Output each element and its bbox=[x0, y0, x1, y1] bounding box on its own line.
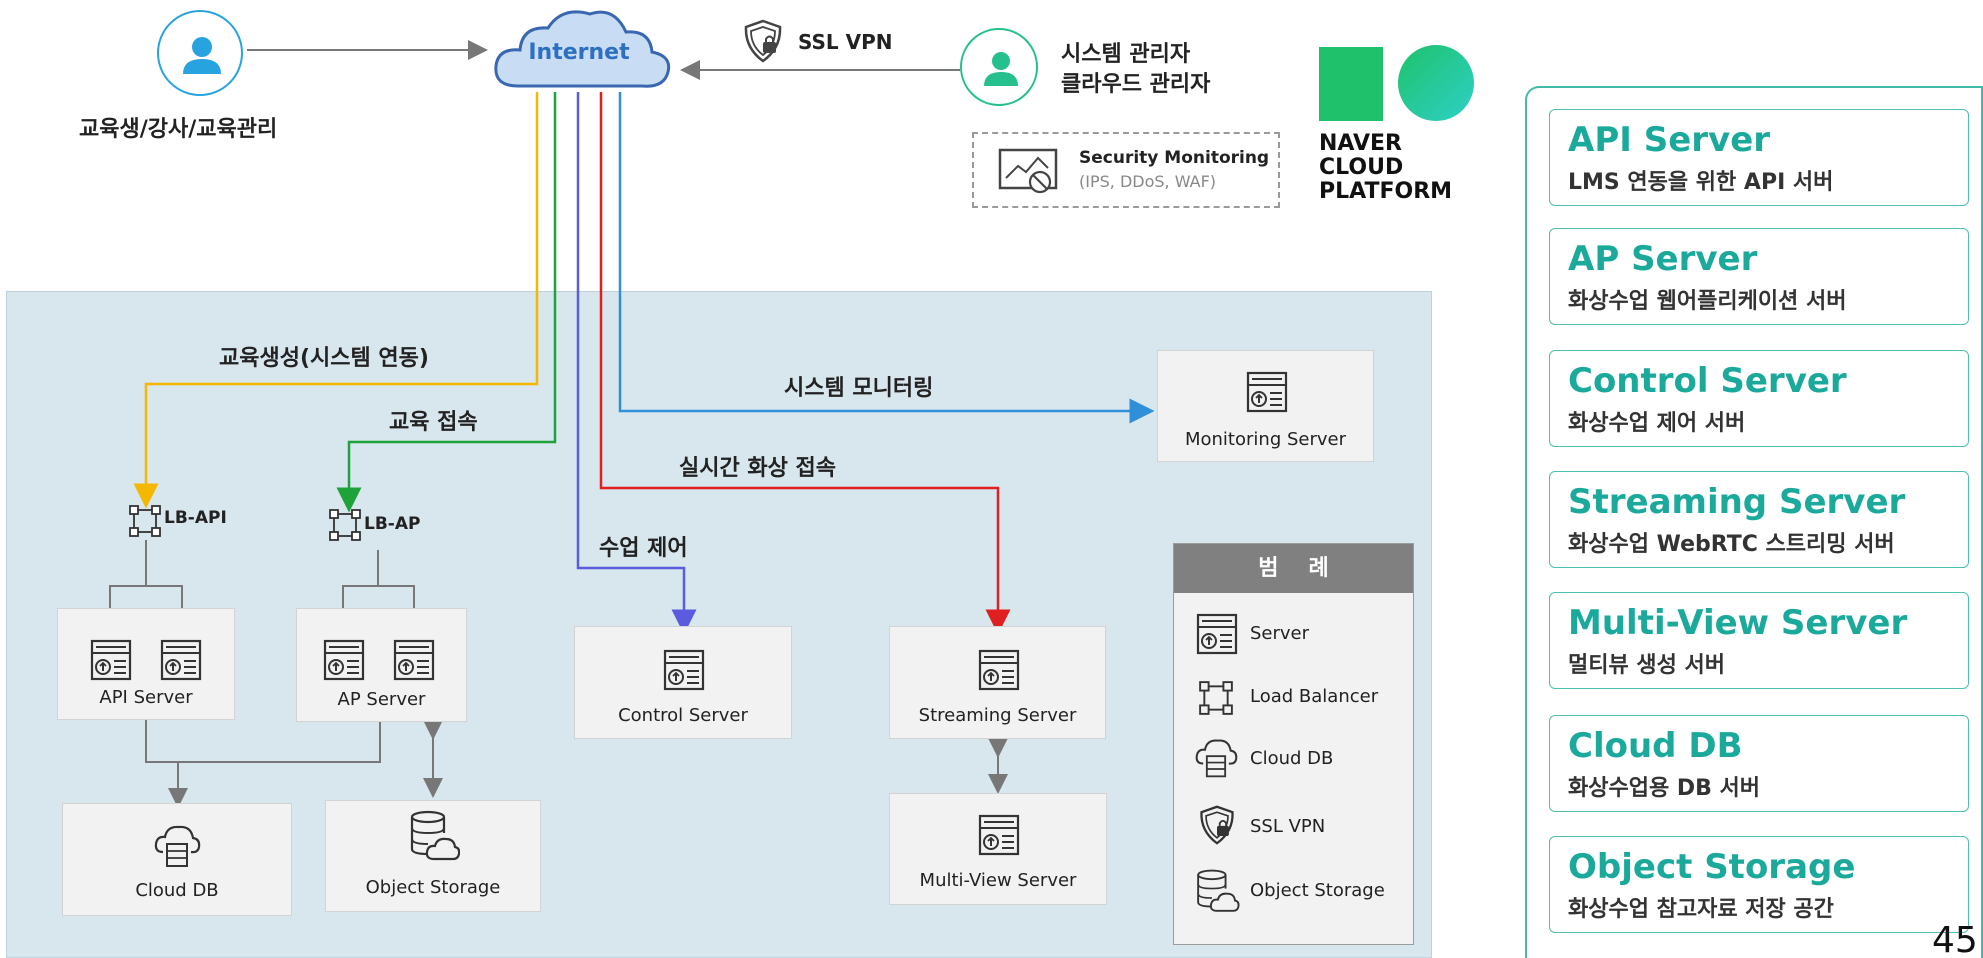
card-desc: 화상수업 WebRTC 스트리밍 서버 bbox=[1568, 532, 1895, 557]
users-avatar bbox=[157, 10, 243, 96]
admin-label-2: 클라우드 관리자 bbox=[1061, 72, 1211, 97]
card-title: AP Server bbox=[1568, 239, 1758, 279]
monitor-shield-icon bbox=[998, 148, 1058, 194]
server-icon bbox=[160, 639, 202, 681]
monitoring-server-label: Monitoring Server bbox=[1184, 429, 1346, 450]
legend-item-cloud-db: Cloud DB bbox=[1174, 736, 1413, 786]
internet-cloud-icon bbox=[494, 10, 671, 88]
person-icon bbox=[984, 52, 1018, 86]
server-description-panel bbox=[1525, 86, 1983, 958]
shield-lock-icon bbox=[744, 19, 782, 63]
load-balancer-icon bbox=[329, 509, 361, 541]
server-icon bbox=[1196, 613, 1238, 655]
card-object-storage: Object Storage 화상수업 참고자료 저장 공간 bbox=[1549, 836, 1969, 933]
ap-server-box[interactable]: AP Server bbox=[296, 608, 467, 722]
ssl-vpn-label: SSL VPN bbox=[798, 30, 893, 54]
card-title: Streaming Server bbox=[1568, 482, 1906, 522]
card-ap-server: AP Server 화상수업 웹어플리케이션 서버 bbox=[1549, 228, 1969, 325]
flow-label-realtime: 실시간 화상 접속 bbox=[679, 456, 836, 481]
security-title: Security Monitoring bbox=[1079, 148, 1270, 168]
card-desc: 화상수업 제어 서버 bbox=[1568, 411, 1746, 436]
card-title: Control Server bbox=[1568, 361, 1847, 401]
api-server-label: API Server bbox=[99, 687, 193, 708]
server-icon bbox=[393, 639, 435, 681]
cloud-db-label: Cloud DB bbox=[135, 880, 219, 901]
card-control-server: Control Server 화상수업 제어 서버 bbox=[1549, 350, 1969, 447]
flow-label-edu-access: 교육 접속 bbox=[389, 410, 478, 435]
server-icon bbox=[323, 639, 365, 681]
legend-item-object-storage: Object Storage bbox=[1174, 868, 1413, 918]
server-icon bbox=[978, 649, 1020, 691]
shield-lock-icon bbox=[1200, 805, 1234, 845]
lb-ap-label: LB-AP bbox=[364, 514, 421, 534]
api-server-box[interactable]: API Server bbox=[57, 608, 235, 720]
multiview-server-box[interactable]: Multi-View Server bbox=[889, 793, 1107, 905]
card-title: Object Storage bbox=[1568, 847, 1856, 887]
streaming-server-label: Streaming Server bbox=[918, 705, 1077, 726]
card-desc: 화상수업 참고자료 저장 공간 bbox=[1568, 897, 1834, 922]
card-streaming-server: Streaming Server 화상수업 WebRTC 스트리밍 서버 bbox=[1549, 471, 1969, 568]
legend: 범례 Server Load Balancer Cloud DB SSL bbox=[1173, 543, 1414, 945]
naver-logo-circle bbox=[1398, 45, 1474, 121]
server-icon bbox=[663, 649, 705, 691]
security-sub: (IPS, DDoS, WAF) bbox=[1079, 172, 1217, 191]
legend-title: 범례 bbox=[1174, 544, 1413, 593]
person-icon bbox=[183, 37, 221, 74]
object-storage-box[interactable]: Object Storage bbox=[325, 800, 541, 912]
lb-api-label: LB-API bbox=[164, 508, 227, 528]
monitoring-server-box[interactable]: Monitoring Server bbox=[1157, 350, 1374, 462]
flow-label-monitoring: 시스템 모니터링 bbox=[784, 376, 934, 401]
users-label: 교육생/강사/교육관리 bbox=[79, 117, 278, 142]
card-title: Multi-View Server bbox=[1568, 603, 1908, 643]
object-storage-icon bbox=[1197, 869, 1240, 912]
legend-item-server: Server bbox=[1174, 611, 1413, 661]
load-balancer-icon bbox=[1199, 681, 1233, 715]
card-title: API Server bbox=[1568, 120, 1771, 160]
server-icon bbox=[1246, 371, 1288, 413]
card-api-server: API Server LMS 연동을 위한 API 서버 bbox=[1549, 109, 1969, 206]
admin-label-1: 시스템 관리자 bbox=[1061, 42, 1191, 67]
card-cloud-db: Cloud DB 화상수업용 DB 서버 bbox=[1549, 715, 1969, 812]
security-monitoring-box: Security Monitoring (IPS, DDoS, WAF) bbox=[972, 132, 1280, 208]
card-title: Cloud DB bbox=[1568, 726, 1743, 766]
card-desc: LMS 연동을 위한 API 서버 bbox=[1568, 170, 1834, 195]
multiview-server-label: Multi-View Server bbox=[919, 870, 1077, 891]
legend-item-load-balancer: Load Balancer bbox=[1174, 674, 1413, 724]
load-balancer-icon bbox=[129, 505, 161, 537]
flow-label-class-control: 수업 제어 bbox=[599, 536, 688, 561]
streaming-server-box[interactable]: Streaming Server bbox=[889, 626, 1106, 739]
object-storage-label: Object Storage bbox=[365, 877, 501, 898]
naver-cloud-logo-text: NAVER CLOUD PLATFORM bbox=[1319, 131, 1453, 204]
card-desc: 화상수업 웹어플리케이션 서버 bbox=[1568, 289, 1847, 314]
server-icon bbox=[90, 639, 132, 681]
card-desc: 화상수업용 DB 서버 bbox=[1568, 776, 1761, 801]
server-icon bbox=[978, 814, 1020, 856]
internet-label: Internet bbox=[528, 40, 630, 65]
page-number: 45 bbox=[1932, 920, 1978, 958]
control-server-label: Control Server bbox=[618, 705, 748, 726]
cloud-db-icon bbox=[154, 825, 201, 867]
ap-server-label: AP Server bbox=[337, 689, 426, 710]
card-desc: 멀티뷰 생성 서버 bbox=[1568, 653, 1725, 678]
object-storage-icon bbox=[410, 810, 460, 861]
admin-avatar bbox=[960, 28, 1038, 106]
legend-item-ssl-vpn: SSL VPN bbox=[1174, 804, 1413, 854]
card-multiview-server: Multi-View Server 멀티뷰 생성 서버 bbox=[1549, 592, 1969, 689]
cloud-db-icon bbox=[1195, 739, 1238, 778]
control-server-box[interactable]: Control Server bbox=[574, 626, 792, 739]
naver-logo-square bbox=[1319, 47, 1383, 121]
cloud-db-box[interactable]: Cloud DB bbox=[62, 803, 292, 916]
flow-label-edu-create: 교육생성(시스템 연동) bbox=[219, 346, 429, 371]
